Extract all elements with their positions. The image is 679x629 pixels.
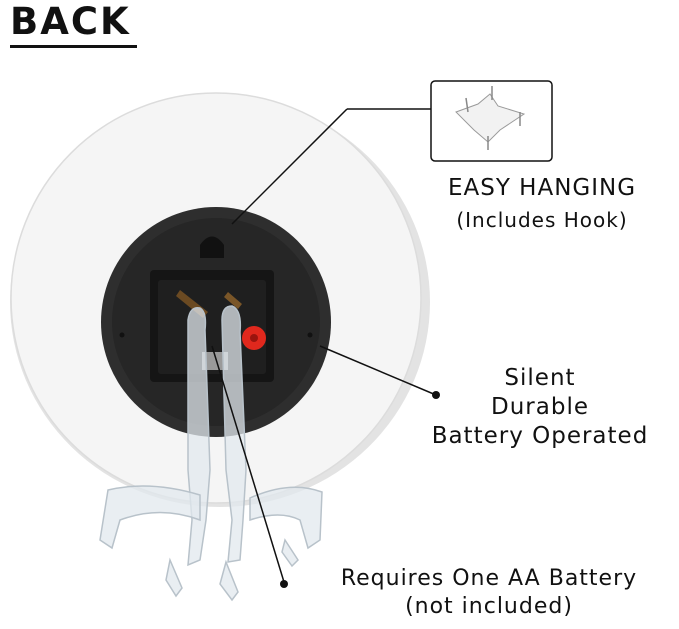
hanging-pointer-line (231, 108, 348, 225)
battery-callout: Requires One AA Battery (not included) (300, 565, 678, 621)
movement-callout-line1: Silent (504, 365, 576, 391)
movement-label (202, 352, 228, 370)
movement-pointer-dot (432, 391, 440, 399)
movement-callout-line2: Durable (491, 394, 589, 420)
time-set-knob-center (250, 334, 258, 342)
ring-screw-right (307, 332, 313, 338)
page-title: BACK (10, 0, 131, 43)
acrylic-stand (99, 305, 323, 602)
hanging-callout-subtitle: (Includes Hook) (456, 208, 628, 232)
hanging-callout: EASY HANGING (Includes Hook) (418, 172, 666, 236)
ring-screw-left (119, 332, 125, 338)
title-underline (10, 45, 137, 48)
movement-callout-line3: Battery Operated (431, 423, 649, 449)
hook-icon (455, 86, 526, 150)
hand-piece-2 (224, 292, 242, 309)
movement-callout: Silent Durable Battery Operated (400, 364, 679, 451)
hanging-slot-icon (200, 236, 224, 258)
movement-pointer-line (319, 345, 437, 396)
battery-pointer-line (211, 345, 285, 583)
battery-callout-line1: Requires One AA Battery (340, 566, 638, 591)
battery-pointer-dot (280, 580, 288, 588)
hanging-callout-title: EASY HANGING (447, 175, 637, 201)
battery-callout-line2: (not included) (405, 594, 573, 619)
